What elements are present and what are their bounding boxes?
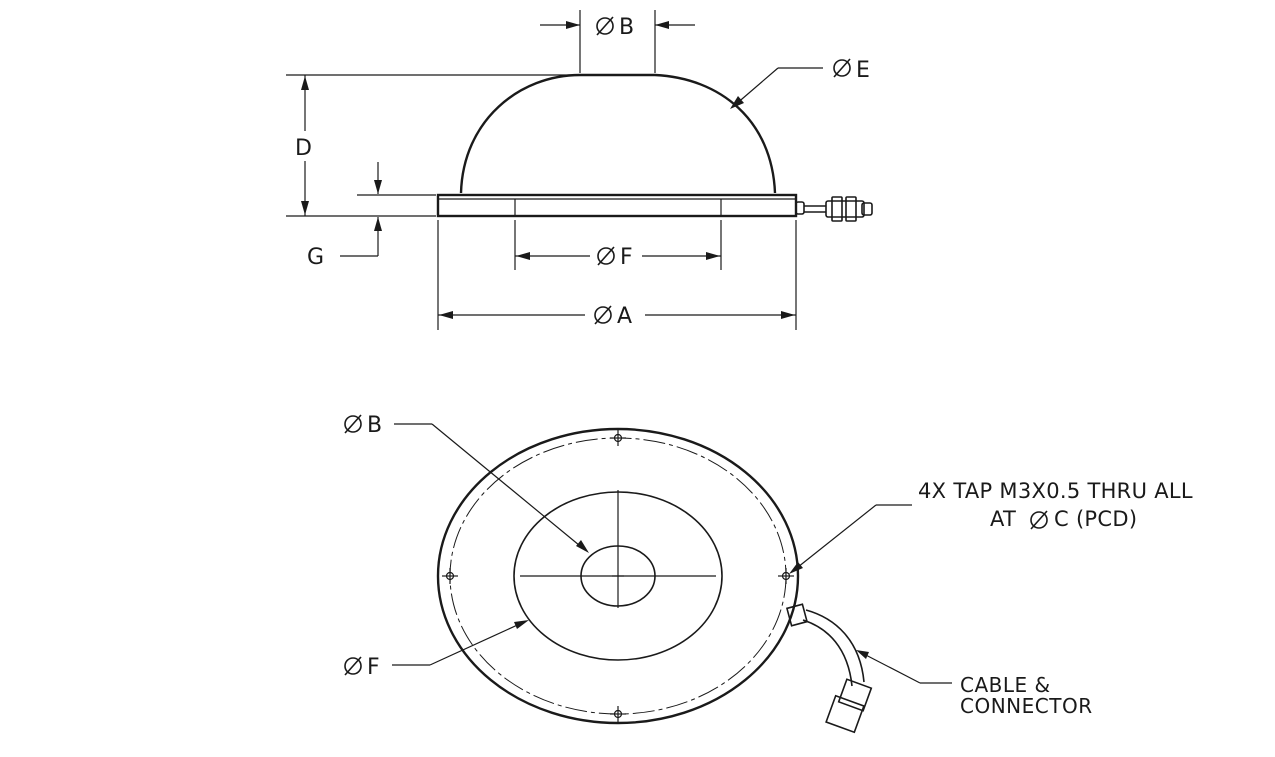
cable-note-line2: CONNECTOR <box>960 694 1093 718</box>
side-dim-g: G <box>307 162 436 270</box>
side-dim-e: E <box>730 58 870 109</box>
side-dim-b: B <box>540 10 695 73</box>
side-label-d: D <box>295 136 312 161</box>
side-view: B E D G <box>286 10 873 330</box>
side-label-e: E <box>856 58 870 83</box>
tap-holes <box>442 430 794 722</box>
side-connector <box>795 196 873 222</box>
side-label-g: G <box>307 245 325 270</box>
top-view: B F 4X TAP M3X0.5 THRU ALL AT C (PCD) <box>344 413 1193 734</box>
tap-note-line1: 4X TAP M3X0.5 THRU ALL <box>918 479 1193 503</box>
side-label-f: F <box>620 245 633 270</box>
side-dim-d: D <box>286 74 580 217</box>
side-dim-a: A <box>437 220 797 330</box>
top-dim-f: F <box>344 620 529 680</box>
base-plate <box>436 193 798 218</box>
top-label-f: F <box>367 655 380 680</box>
top-dim-b: B <box>344 413 589 553</box>
side-label-b: B <box>619 15 635 40</box>
tap-note-line2-prefix: AT <box>990 507 1016 531</box>
cable-note-line1: CABLE & <box>960 673 1051 697</box>
side-label-a: A <box>617 304 633 329</box>
top-label-b: B <box>367 413 383 438</box>
tap-note-line2-suffix: C (PCD) <box>1054 507 1137 531</box>
outer-ring <box>436 427 800 725</box>
tap-note: 4X TAP M3X0.5 THRU ALL AT C (PCD) <box>789 479 1193 574</box>
dome-outline <box>459 73 777 194</box>
cable-assembly: CABLE & CONNECTOR <box>785 603 1093 734</box>
side-dim-f: F <box>514 220 722 270</box>
